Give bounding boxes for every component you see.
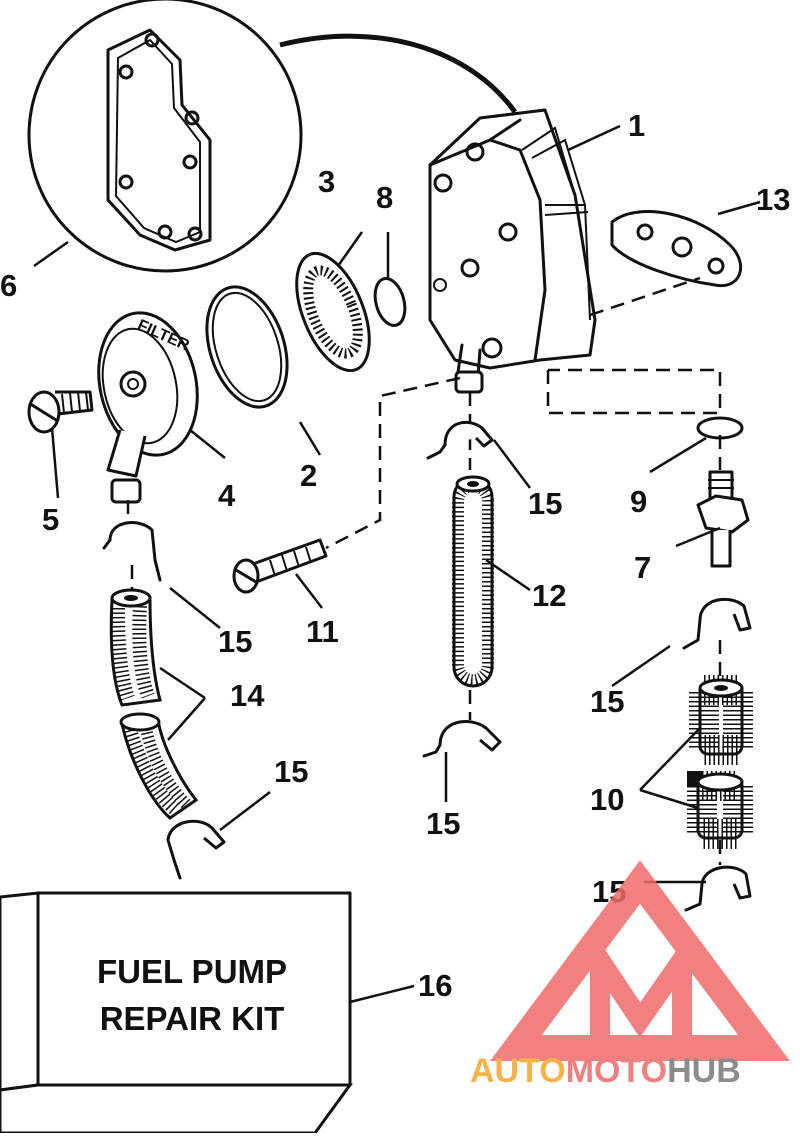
callout-16: 16 [418,968,452,1003]
callout-12: 12 [532,578,566,613]
fuel-hose-left-lower [119,712,199,820]
callout-1: 1 [628,108,645,143]
watermark-brand: AUTOMOTOHUB [470,1052,741,1090]
long-screw [232,538,328,594]
callout-15-left-lower: 15 [274,754,308,789]
gasket-detail-circle [27,0,303,273]
watermark-brand-auto: AUTOMOTOHUB [470,1052,741,1090]
callout-3: 3 [318,164,335,199]
callout-15-center-lower: 15 [426,806,460,841]
repair-kit-box: FUEL PUMP REPAIR KIT [0,891,353,1135]
gasket-plate [610,210,743,288]
alignment-line-gasket [589,276,701,317]
o-ring-large [205,285,289,409]
fuel-hose-right-lower [687,771,753,849]
elbow-fitting [696,470,750,568]
cover-screw [27,390,94,434]
callout-5: 5 [42,502,59,537]
detail-connector-line [279,33,518,114]
hose-clamp-center-lower [422,720,502,758]
callout-6: 6 [0,268,17,303]
callout-13: 13 [756,182,790,217]
hose-clamp-right-lower [684,865,752,912]
callout-15-left-upper: 15 [218,624,252,659]
callout-15-center-upper: 15 [528,486,562,521]
callout-11: 11 [306,614,339,649]
fuel-screen [295,251,371,373]
callout-8: 8 [376,180,393,215]
fuel-pump-body [428,108,597,394]
filter-cover: FILTER [97,311,199,504]
fuel-hose-left [109,588,162,707]
hose-clamp-left-lower [166,819,226,880]
hose-clamp-right-upper [682,597,752,650]
washer [696,416,744,440]
callout-4: 4 [218,478,236,513]
fuel-hose-right-upper [689,675,753,765]
alignment-line-fitting [546,368,722,415]
callout-14: 14 [230,678,265,713]
watermark-logo [490,860,790,1061]
callout-10: 10 [590,782,624,817]
callout-9: 9 [630,484,647,519]
hose-clamp-center-upper [426,420,494,460]
callout-2: 2 [300,458,317,493]
alignment-line-screw [325,376,461,550]
kit-label-line1: FUEL PUMP [97,953,287,990]
leader-lines [33,124,761,1004]
callout-15-right-upper: 15 [590,684,624,719]
fuel-hose-center [452,475,494,688]
callout-7: 7 [634,550,651,585]
kit-label-line2: REPAIR KIT [100,1000,285,1037]
hose-clamp-left-upper [102,521,162,582]
o-ring-small [373,277,407,327]
